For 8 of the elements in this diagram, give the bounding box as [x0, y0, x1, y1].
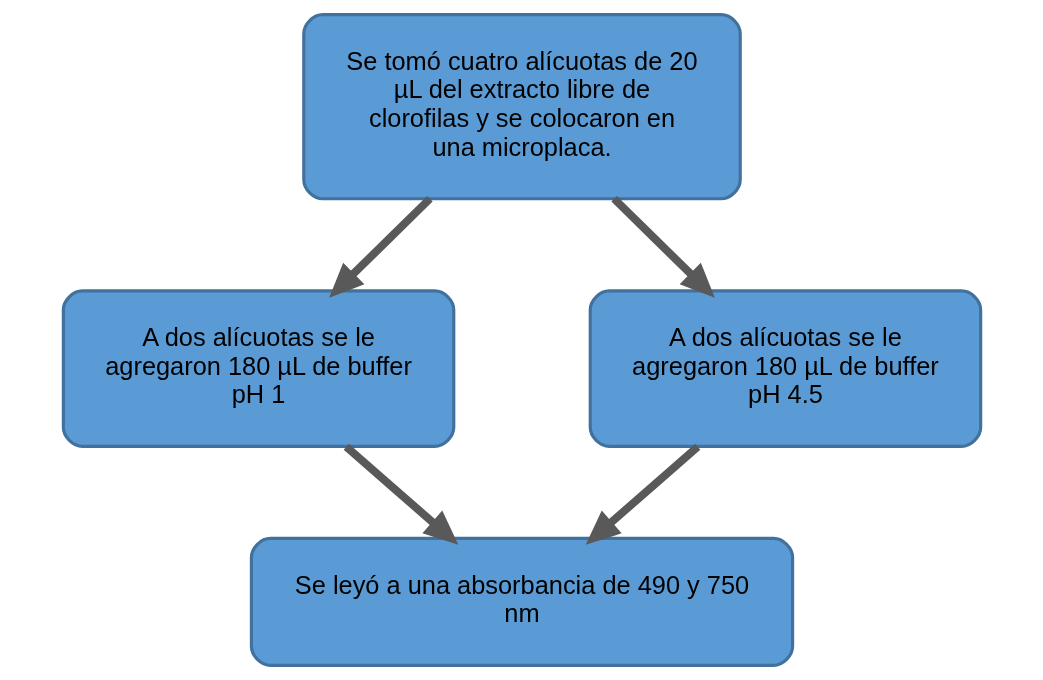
arrow: [343, 443, 458, 545]
node-box: Se tomó cuatro alícuotas de 20 µL del extracto libre de clorofilas y se colocaron en una microplaca.: [301, 13, 742, 201]
node-box: A dos alícuotas se le agregaron 180 µL de buffer pH 4.5: [588, 289, 982, 448]
arrow: [585, 443, 700, 545]
arrow: [328, 195, 433, 298]
node-box: A dos alícuotas se le agregaron 180 µL de buffer pH 1: [61, 289, 455, 448]
node-box: Se leyó a una absorbancia de 490 y 750 nm: [249, 536, 794, 667]
arrow: [610, 195, 715, 298]
